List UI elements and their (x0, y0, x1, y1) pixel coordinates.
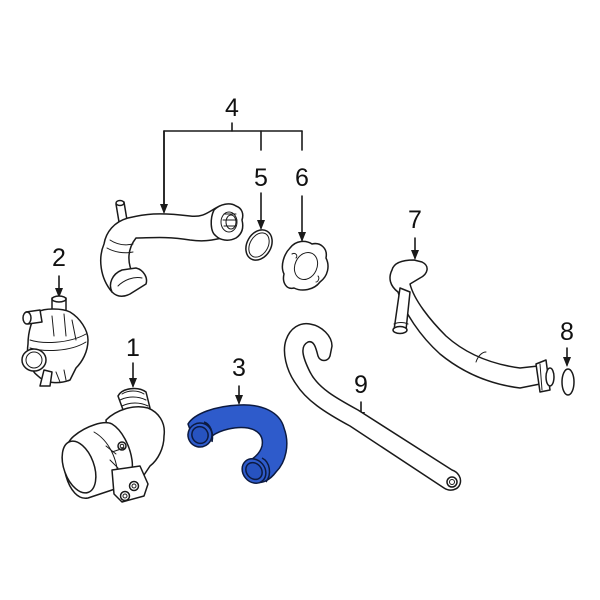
callout-1[interactable]: 1 (126, 334, 140, 362)
callout-2[interactable]: 2 (52, 244, 66, 272)
part-5-o-ring[interactable] (241, 225, 278, 265)
part-2-auxiliary-water-pump[interactable] (21, 295, 89, 387)
callout-9[interactable]: 9 (354, 371, 368, 399)
callout-3[interactable]: 3 (232, 354, 246, 382)
part-6-gasket[interactable] (281, 240, 329, 291)
part-1-water-pump[interactable] (56, 387, 166, 503)
callout-4[interactable]: 4 (225, 94, 239, 122)
part-4-coolant-pipe-assembly[interactable] (99, 199, 244, 297)
callout-5[interactable]: 5 (254, 164, 268, 192)
part-3-coolant-hose-highlighted[interactable] (184, 404, 288, 488)
part-7-coolant-pipe[interactable] (389, 259, 555, 393)
callout-7[interactable]: 7 (408, 206, 422, 234)
callout-8[interactable]: 8 (560, 318, 574, 346)
part-8-o-ring[interactable] (561, 368, 575, 396)
callout-6[interactable]: 6 (295, 164, 309, 192)
part-9-coolant-hose[interactable] (283, 322, 462, 491)
